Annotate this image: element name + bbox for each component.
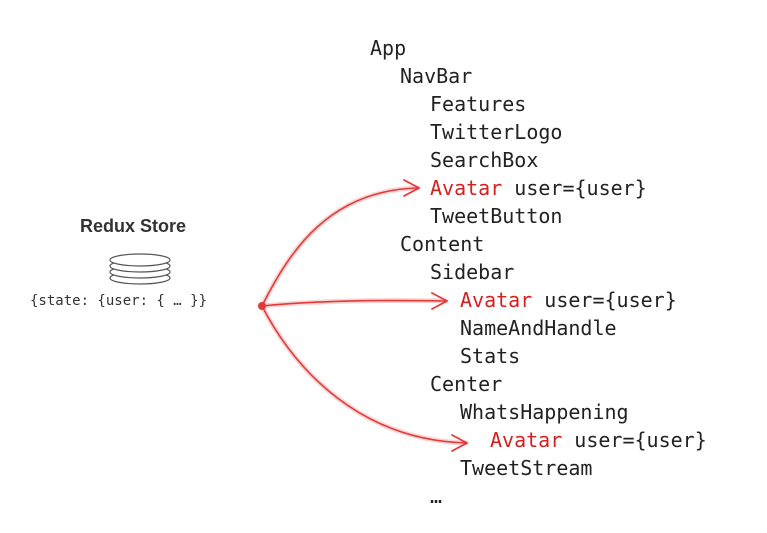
component-name: Sidebar bbox=[430, 260, 515, 284]
component-name: NavBar bbox=[400, 64, 473, 88]
component-name: Content bbox=[400, 232, 485, 256]
component-name: Features bbox=[430, 92, 527, 116]
database-icon bbox=[109, 253, 171, 285]
arrow-to-navbar-avatar bbox=[259, 179, 421, 309]
component-name: Avatar bbox=[430, 176, 503, 200]
component-prop: user={user} bbox=[502, 176, 647, 200]
component-name: … bbox=[430, 484, 443, 508]
tree-node: Center bbox=[370, 370, 707, 398]
tree-node: NavBar bbox=[370, 62, 707, 90]
component-name: TwitterLogo bbox=[430, 120, 563, 144]
component-name: Center bbox=[430, 372, 503, 396]
tree-node: App bbox=[370, 34, 707, 62]
tree-node: … bbox=[370, 482, 707, 510]
arrow-to-sidebar-avatar bbox=[259, 292, 449, 310]
arrow-to-center-avatar bbox=[259, 303, 469, 452]
component-prop: user={user} bbox=[562, 428, 707, 452]
store-title: Redux Store bbox=[80, 216, 187, 236]
tree-node: Content bbox=[370, 230, 707, 258]
store-origin-dot bbox=[258, 302, 266, 310]
component-name: Avatar bbox=[490, 428, 563, 452]
tree-node: Stats bbox=[370, 342, 707, 370]
tree-node: NameAndHandle bbox=[370, 314, 707, 342]
tree-node: Avatar user={user} bbox=[370, 426, 707, 454]
component-name: TweetStream bbox=[460, 456, 593, 480]
component-name: Avatar bbox=[460, 288, 533, 312]
component-name: SearchBox bbox=[430, 148, 539, 172]
component-name: TweetButton bbox=[430, 204, 563, 228]
tree-node: Sidebar bbox=[370, 258, 707, 286]
component-name: WhatsHappening bbox=[460, 400, 629, 424]
component-name: NameAndHandle bbox=[460, 316, 617, 340]
component-name: Stats bbox=[460, 344, 521, 368]
tree-node: WhatsHappening bbox=[370, 398, 707, 426]
component-prop: user={user} bbox=[532, 288, 677, 312]
tree-node: TwitterLogo bbox=[370, 118, 707, 146]
store-state: {state: {user: { … }} bbox=[30, 293, 208, 309]
tree-node: TweetButton bbox=[370, 202, 707, 230]
component-name: App bbox=[370, 36, 407, 60]
tree-node: Features bbox=[370, 90, 707, 118]
tree-node: TweetStream bbox=[370, 454, 707, 482]
tree-node: Avatar user={user} bbox=[370, 286, 707, 314]
tree-node: SearchBox bbox=[370, 146, 707, 174]
tree-node: Avatar user={user} bbox=[370, 174, 707, 202]
